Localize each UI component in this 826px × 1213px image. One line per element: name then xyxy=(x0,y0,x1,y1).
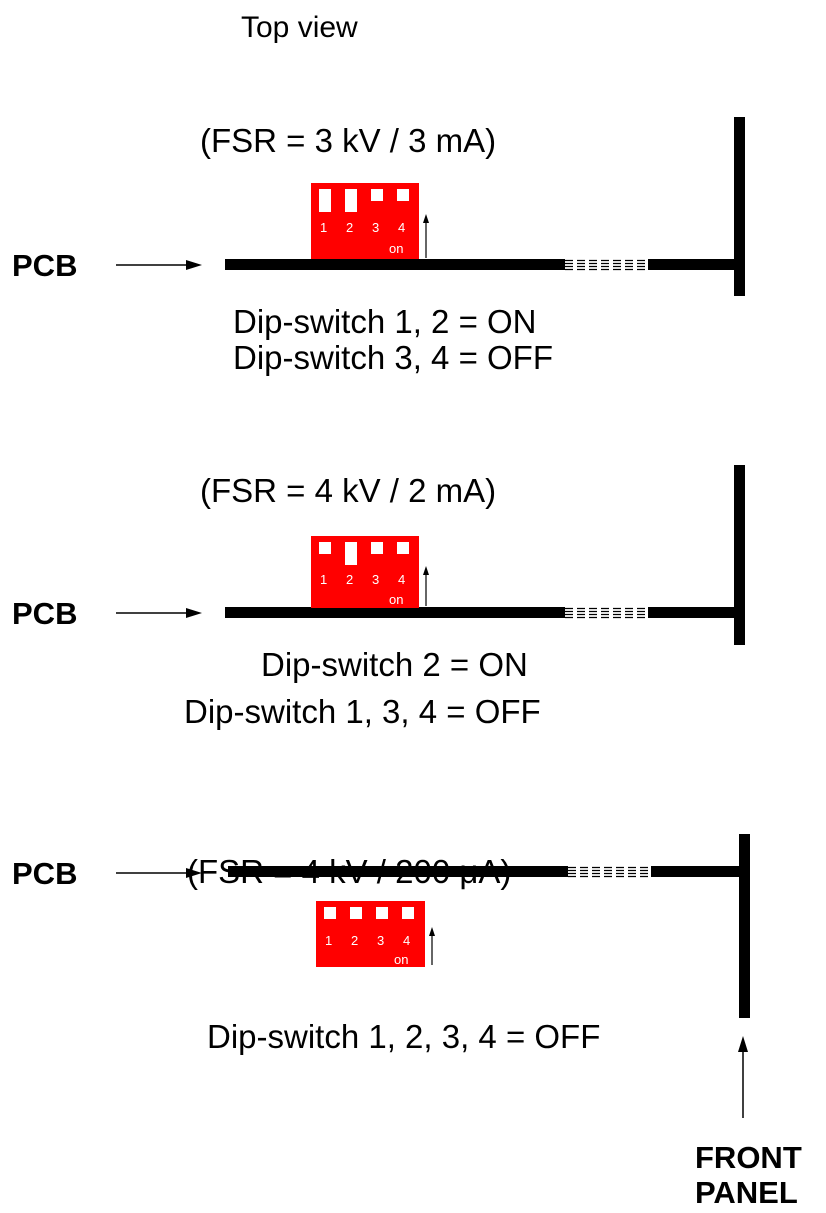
pcb-dashed-section xyxy=(565,259,648,271)
switch-2-on-slot xyxy=(345,542,357,565)
pcb-board xyxy=(225,259,740,271)
switch-description-line-1: Dip-switch 2 = ON xyxy=(261,646,528,683)
switch-2-on-slot xyxy=(345,189,357,212)
switch-number-1: 1 xyxy=(320,220,327,235)
pcb-arrow xyxy=(116,868,202,878)
switch-description-line-1: Dip-switch 1, 2 = ON xyxy=(233,303,537,340)
dip-switch: 1 2 3 4 on xyxy=(311,183,419,259)
switch-number-1: 1 xyxy=(320,572,327,587)
pcb-label: PCB xyxy=(12,856,77,891)
switch-number-1: 1 xyxy=(325,933,332,948)
config-panel-3: (FSR = 4 kV / 200 μA) PCB 1 2 3 4 on xyxy=(12,834,750,1055)
config-panel-1: (FSR = 3 kV / 3 mA) PCB 1 2 3 4 on xyxy=(12,117,745,376)
fsr-label: (FSR = 3 kV / 3 mA) xyxy=(200,122,496,159)
switch-number-3: 3 xyxy=(372,220,379,235)
front-panel-label-line-1: FRONT xyxy=(695,1140,802,1175)
switch-description-line-2: Dip-switch 1, 3, 4 = OFF xyxy=(184,693,541,730)
switch-3-off-slot xyxy=(376,907,388,919)
dip-switch-slots xyxy=(324,907,414,919)
config-panel-2: (FSR = 4 kV / 2 mA) PCB 1 2 3 4 on xyxy=(12,465,745,730)
on-label: on xyxy=(389,592,403,607)
pcb-label: PCB xyxy=(12,248,77,283)
switch-number-2: 2 xyxy=(346,220,353,235)
switch-2-off-slot xyxy=(350,907,362,919)
switch-4-off-slot xyxy=(397,189,409,201)
switch-3-off-slot xyxy=(371,542,383,554)
dip-switch: 1 2 3 4 on xyxy=(311,536,419,608)
fsr-label: (FSR = 4 kV / 2 mA) xyxy=(200,472,496,509)
dip-switch-slots xyxy=(319,542,409,565)
pcb-arrow xyxy=(116,608,202,618)
switch-number-4: 4 xyxy=(398,572,405,587)
switch-number-4: 4 xyxy=(398,220,405,235)
on-label: on xyxy=(394,952,408,967)
switch-number-2: 2 xyxy=(351,933,358,948)
on-direction-arrow xyxy=(423,566,429,606)
switch-1-off-slot xyxy=(324,907,336,919)
pcb-board xyxy=(225,607,740,619)
dip-switch: 1 2 3 4 on xyxy=(316,901,425,967)
switch-1-off-slot xyxy=(319,542,331,554)
switch-1-on-slot xyxy=(319,189,331,212)
switch-description-line-1: Dip-switch 1, 2, 3, 4 = OFF xyxy=(207,1018,600,1055)
switch-description-line-2: Dip-switch 3, 4 = OFF xyxy=(233,339,553,376)
switch-number-3: 3 xyxy=(377,933,384,948)
on-direction-arrow xyxy=(429,927,435,965)
switch-number-3: 3 xyxy=(372,572,379,587)
on-direction-arrow xyxy=(423,214,429,258)
pcb-arrow xyxy=(116,260,202,270)
switch-3-off-slot xyxy=(371,189,383,201)
switch-4-off-slot xyxy=(402,907,414,919)
front-panel-label-line-2: PANEL xyxy=(695,1175,798,1210)
dip-switch-slots xyxy=(319,189,409,212)
front-panel-bar xyxy=(734,465,745,645)
pcb-dashed-section xyxy=(568,866,651,878)
front-panel-bar xyxy=(739,834,750,1018)
front-panel-arrow xyxy=(738,1036,748,1118)
switch-4-off-slot xyxy=(397,542,409,554)
switch-number-2: 2 xyxy=(346,572,353,587)
pcb-label: PCB xyxy=(12,596,77,631)
on-label: on xyxy=(389,241,403,256)
pcb-dashed-section xyxy=(565,607,648,619)
pcb-board xyxy=(228,866,743,878)
diagram-title: Top view xyxy=(241,11,358,44)
switch-number-4: 4 xyxy=(403,933,410,948)
front-panel-bar xyxy=(734,117,745,296)
